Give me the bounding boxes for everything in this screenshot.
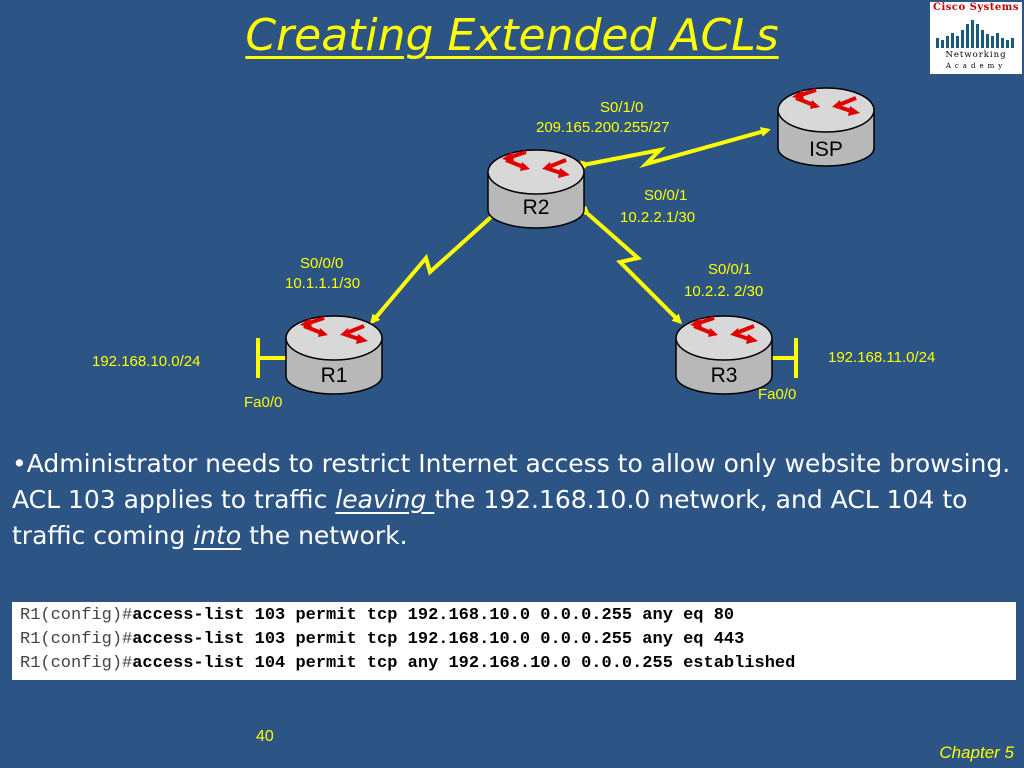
isp-ip-label: 209.165.200.255/27 <box>536 119 670 136</box>
emphasis-leaving: leaving <box>335 485 435 514</box>
router-r3-icon <box>675 315 773 395</box>
r2-s001-ip-label: 10.2.2.1/30 <box>620 209 696 226</box>
lan-stub-r3 <box>770 338 798 378</box>
r1-s000-ip-label: 10.1.1.1/30 <box>285 275 361 292</box>
router-r2-icon <box>487 149 585 229</box>
cli-line: R1(config)#access-list 103 permit tcp 19… <box>20 628 1008 652</box>
link-r2-isp <box>580 127 771 171</box>
lan-left-label: 192.168.10.0/24 <box>92 353 201 370</box>
cli-command: access-list 104 permit tcp any 192.168.1… <box>132 654 796 673</box>
r3-fa-label: Fa0/0 <box>758 386 797 403</box>
r3-s001-interface-label: S0/0/1 <box>708 261 752 278</box>
cli-prompt: R1(config)# <box>20 654 133 673</box>
cisco-networking-academy-logo: Cisco Systems Networking Academy <box>930 2 1022 74</box>
router-r1-label: R1 <box>320 364 348 387</box>
emphasis-into: into <box>193 521 242 550</box>
chapter-label: Chapter 5 <box>939 743 1014 762</box>
slide-body-text: •Administrator needs to restrict Interne… <box>12 446 1012 554</box>
link-r2-r1 <box>370 209 499 325</box>
router-isp-label: ISP <box>809 138 843 161</box>
logo-academy-text: Academy <box>945 62 1007 70</box>
link-r2-r3 <box>579 205 683 325</box>
cli-line: R1(config)#access-list 103 permit tcp 19… <box>20 604 1008 628</box>
router-r3-label: R3 <box>710 364 738 387</box>
cli-command: access-list 103 permit tcp 192.168.10.0 … <box>132 606 735 625</box>
lan-right-label: 192.168.11.0/24 <box>828 349 936 366</box>
r3-s001-ip-label: 10.2.2. 2/30 <box>684 283 764 300</box>
cli-prompt: R1(config)# <box>20 630 133 649</box>
body-text-part-2: the 192.168.10.0 network, and ACL 104 to… <box>12 485 968 550</box>
page-number: 40 <box>256 728 274 745</box>
body-text-part-3: the network. <box>241 521 408 550</box>
cli-line: R1(config)#access-list 104 permit tcp an… <box>20 652 1008 676</box>
cli-command: access-list 103 permit tcp 192.168.10.0 … <box>132 630 745 649</box>
slide-title: Creating Extended ACLs <box>245 10 779 61</box>
bullet: • <box>12 449 27 478</box>
logo-networking-text: Networking <box>945 50 1007 60</box>
lan-stub-r1 <box>256 338 288 378</box>
router-isp-icon <box>777 87 875 167</box>
logo-brand-text: Cisco Systems <box>933 2 1019 13</box>
isp-interface-label: S0/1/0 <box>600 99 644 116</box>
cisco-bridge-icon <box>936 20 1014 48</box>
router-r2-label: R2 <box>522 196 550 219</box>
router-r1-icon <box>285 315 383 395</box>
r1-fa-label: Fa0/0 <box>244 394 283 411</box>
body-text-part-1: Administrator needs to restrict Internet… <box>12 449 1011 514</box>
r1-s000-interface-label: S0/0/0 <box>300 255 344 272</box>
cli-config-box: R1(config)#access-list 103 permit tcp 19… <box>12 602 1016 680</box>
cli-prompt: R1(config)# <box>20 606 133 625</box>
network-topology-diagram <box>256 87 875 395</box>
r2-s001-interface-label: S0/0/1 <box>644 187 688 204</box>
